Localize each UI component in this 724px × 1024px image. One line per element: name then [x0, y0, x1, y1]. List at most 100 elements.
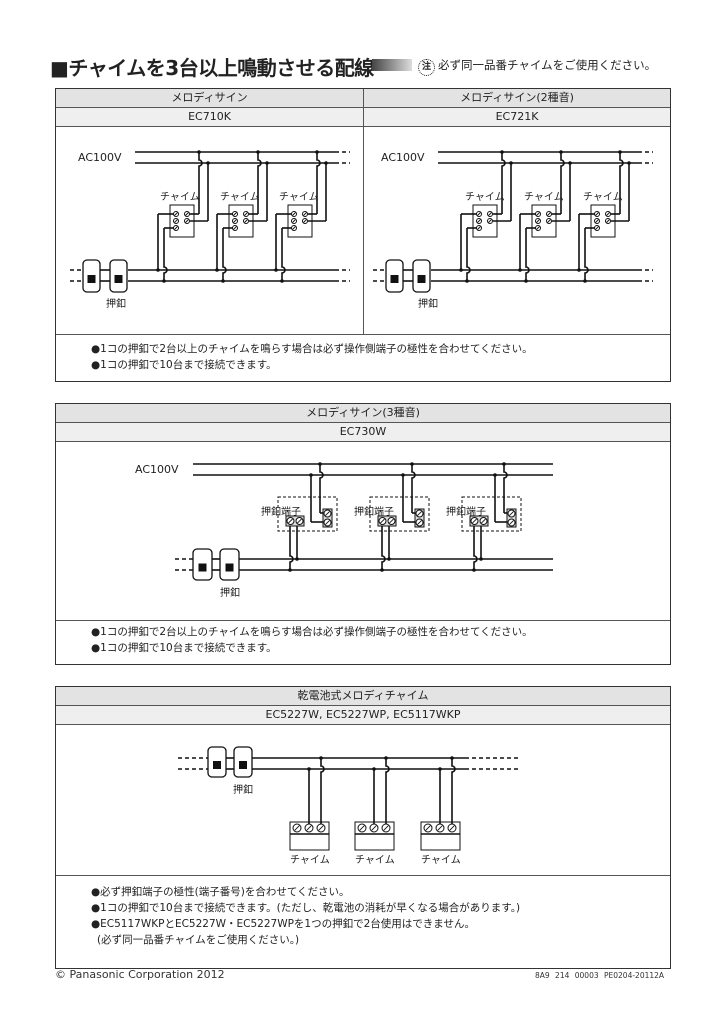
column-header: メロディサイン [56, 89, 363, 108]
wire [319, 464, 324, 513]
terminal-slot [380, 518, 385, 524]
junction-dot [295, 557, 299, 561]
terminal-slot [294, 825, 300, 831]
note-item: ●EC5117WKPとEC5227W・EC5227WPを1つの押釦で2台使用はで… [91, 918, 475, 930]
button-label: 押釦 [106, 299, 126, 310]
terminal-label: 押釦端子 [446, 507, 486, 518]
junction-dot [280, 279, 284, 283]
terminal-slot [488, 212, 492, 216]
caution-note: 注必ず同一品番チャイムをご使用ください。 [418, 57, 656, 76]
terminal-slot [359, 825, 365, 831]
terminal-slot [595, 219, 599, 223]
chime-label: チャイム [220, 192, 260, 203]
chime-label: チャイム [355, 855, 395, 866]
caution-icon: 注 [418, 59, 435, 76]
wire [289, 526, 294, 570]
note-item: ●必ず押釦端子の極性(端子番号)を合わせてください。 [91, 886, 350, 898]
terminal-slot [477, 219, 481, 223]
section-header: メロディサイン(3種音) [56, 404, 670, 423]
push-button-icon [417, 275, 426, 283]
wire [281, 228, 286, 281]
wire [584, 228, 589, 281]
wire [385, 758, 390, 824]
terminal-slot [325, 520, 330, 525]
terminal-slot [288, 518, 293, 524]
section-melody-sign: メロディサイン EC710K メロディサイン(2種音) EC721K ●1コの押… [55, 88, 671, 382]
button-label: 押釦 [233, 785, 253, 796]
power-terminal [414, 508, 425, 528]
wire [222, 228, 227, 281]
junction-dot [380, 568, 384, 572]
note-item: ●1コの押釦で10台まで接続できます。 [91, 359, 277, 371]
terminal-slot [292, 219, 296, 223]
note-item: ●1コの押釦で10台まで接続できます。 [91, 642, 277, 654]
terminal-slot [595, 212, 599, 216]
model-number: EC730W [56, 423, 670, 442]
terminal-slot [425, 825, 431, 831]
note-item: ●1コの押釦で10台まで接続できます。(ただし、乾電池の消耗が早くなる場合があり… [91, 902, 521, 914]
wire [320, 758, 325, 824]
terminal-slot [481, 518, 486, 524]
terminal-label: 押釦端子 [354, 507, 394, 518]
terminal-slot [472, 518, 477, 524]
terminal-slot [174, 212, 178, 216]
terminal-slot [383, 825, 389, 831]
junction-dot [162, 279, 166, 283]
terminal-slot [449, 825, 455, 831]
terminal-slot [233, 226, 237, 230]
button-label: 押釦 [220, 588, 240, 599]
terminal-block-outline [277, 496, 338, 532]
wire [451, 758, 456, 824]
page-title: ■チャイムを3台以上鳴動させる配線 [50, 56, 374, 80]
terminal-slot [325, 511, 330, 516]
terminal-slot [389, 518, 394, 524]
model-number: EC5227W, EC5227WP, EC5117WKP [56, 706, 670, 725]
section-melody-sign-3tone: メロディサイン(3種音) EC730W ●1コの押釦で2台以上のチャイムを鳴らす… [55, 403, 671, 665]
terminal-slot [371, 825, 377, 831]
note-item: ●1コの押釦で2台以上のチャイムを鳴らす場合は必ず操作側端子の極性を合わせてくだ… [91, 343, 533, 355]
caution-text: 必ず同一品番チャイムをご使用ください。 [438, 58, 657, 72]
ac-label: AC100V [135, 463, 179, 476]
junction-dot [472, 568, 476, 572]
junction-dot [583, 279, 587, 283]
wire [560, 152, 565, 214]
terminal-slot [233, 212, 237, 216]
push-button-icon [225, 563, 234, 572]
column-ec710k: メロディサイン EC710K [56, 89, 364, 335]
terminal-slot [417, 520, 422, 525]
terminal-slot [509, 511, 514, 516]
terminal-slot [536, 226, 540, 230]
terminal-slot [318, 825, 324, 831]
ac-label: AC100V [381, 151, 425, 164]
terminal-slot [437, 825, 443, 831]
note-item: ●1コの押釦で2台以上のチャイムを鳴らす場合は必ず操作側端子の極性を合わせてくだ… [91, 626, 533, 638]
terminal-slot [174, 226, 178, 230]
terminal-slot [174, 219, 178, 223]
push-button-terminal [377, 515, 397, 527]
terminal-slot [303, 219, 307, 223]
model-number: EC721K [364, 108, 670, 127]
decorative-gradient-bar [372, 59, 412, 71]
terminal-slot [536, 212, 540, 216]
terminal-slot [306, 825, 312, 831]
chime-label: チャイム [583, 192, 623, 203]
wire [503, 464, 508, 513]
junction-dot [221, 279, 225, 283]
terminal-slot [488, 219, 492, 223]
wire [381, 526, 386, 570]
terminal-slot [606, 219, 610, 223]
terminal-block-outline [461, 496, 522, 532]
notes-list: ●1コの押釦で2台以上のチャイムを鳴らす場合は必ず操作側端子の極性を合わせてくだ… [91, 341, 533, 373]
junction-dot [518, 268, 522, 272]
wire [473, 526, 478, 570]
terminal-block-outline [369, 496, 430, 532]
wire [316, 152, 321, 214]
terminal-slot [297, 518, 302, 524]
junction-dot [215, 268, 219, 272]
ac-label: AC100V [78, 151, 122, 164]
terminal-slot [185, 212, 189, 216]
junction-dot [459, 268, 463, 272]
junction-dot [524, 279, 528, 283]
notes-list: ●1コの押釦で2台以上のチャイムを鳴らす場合は必ず操作側端子の極性を合わせてくだ… [91, 624, 533, 656]
